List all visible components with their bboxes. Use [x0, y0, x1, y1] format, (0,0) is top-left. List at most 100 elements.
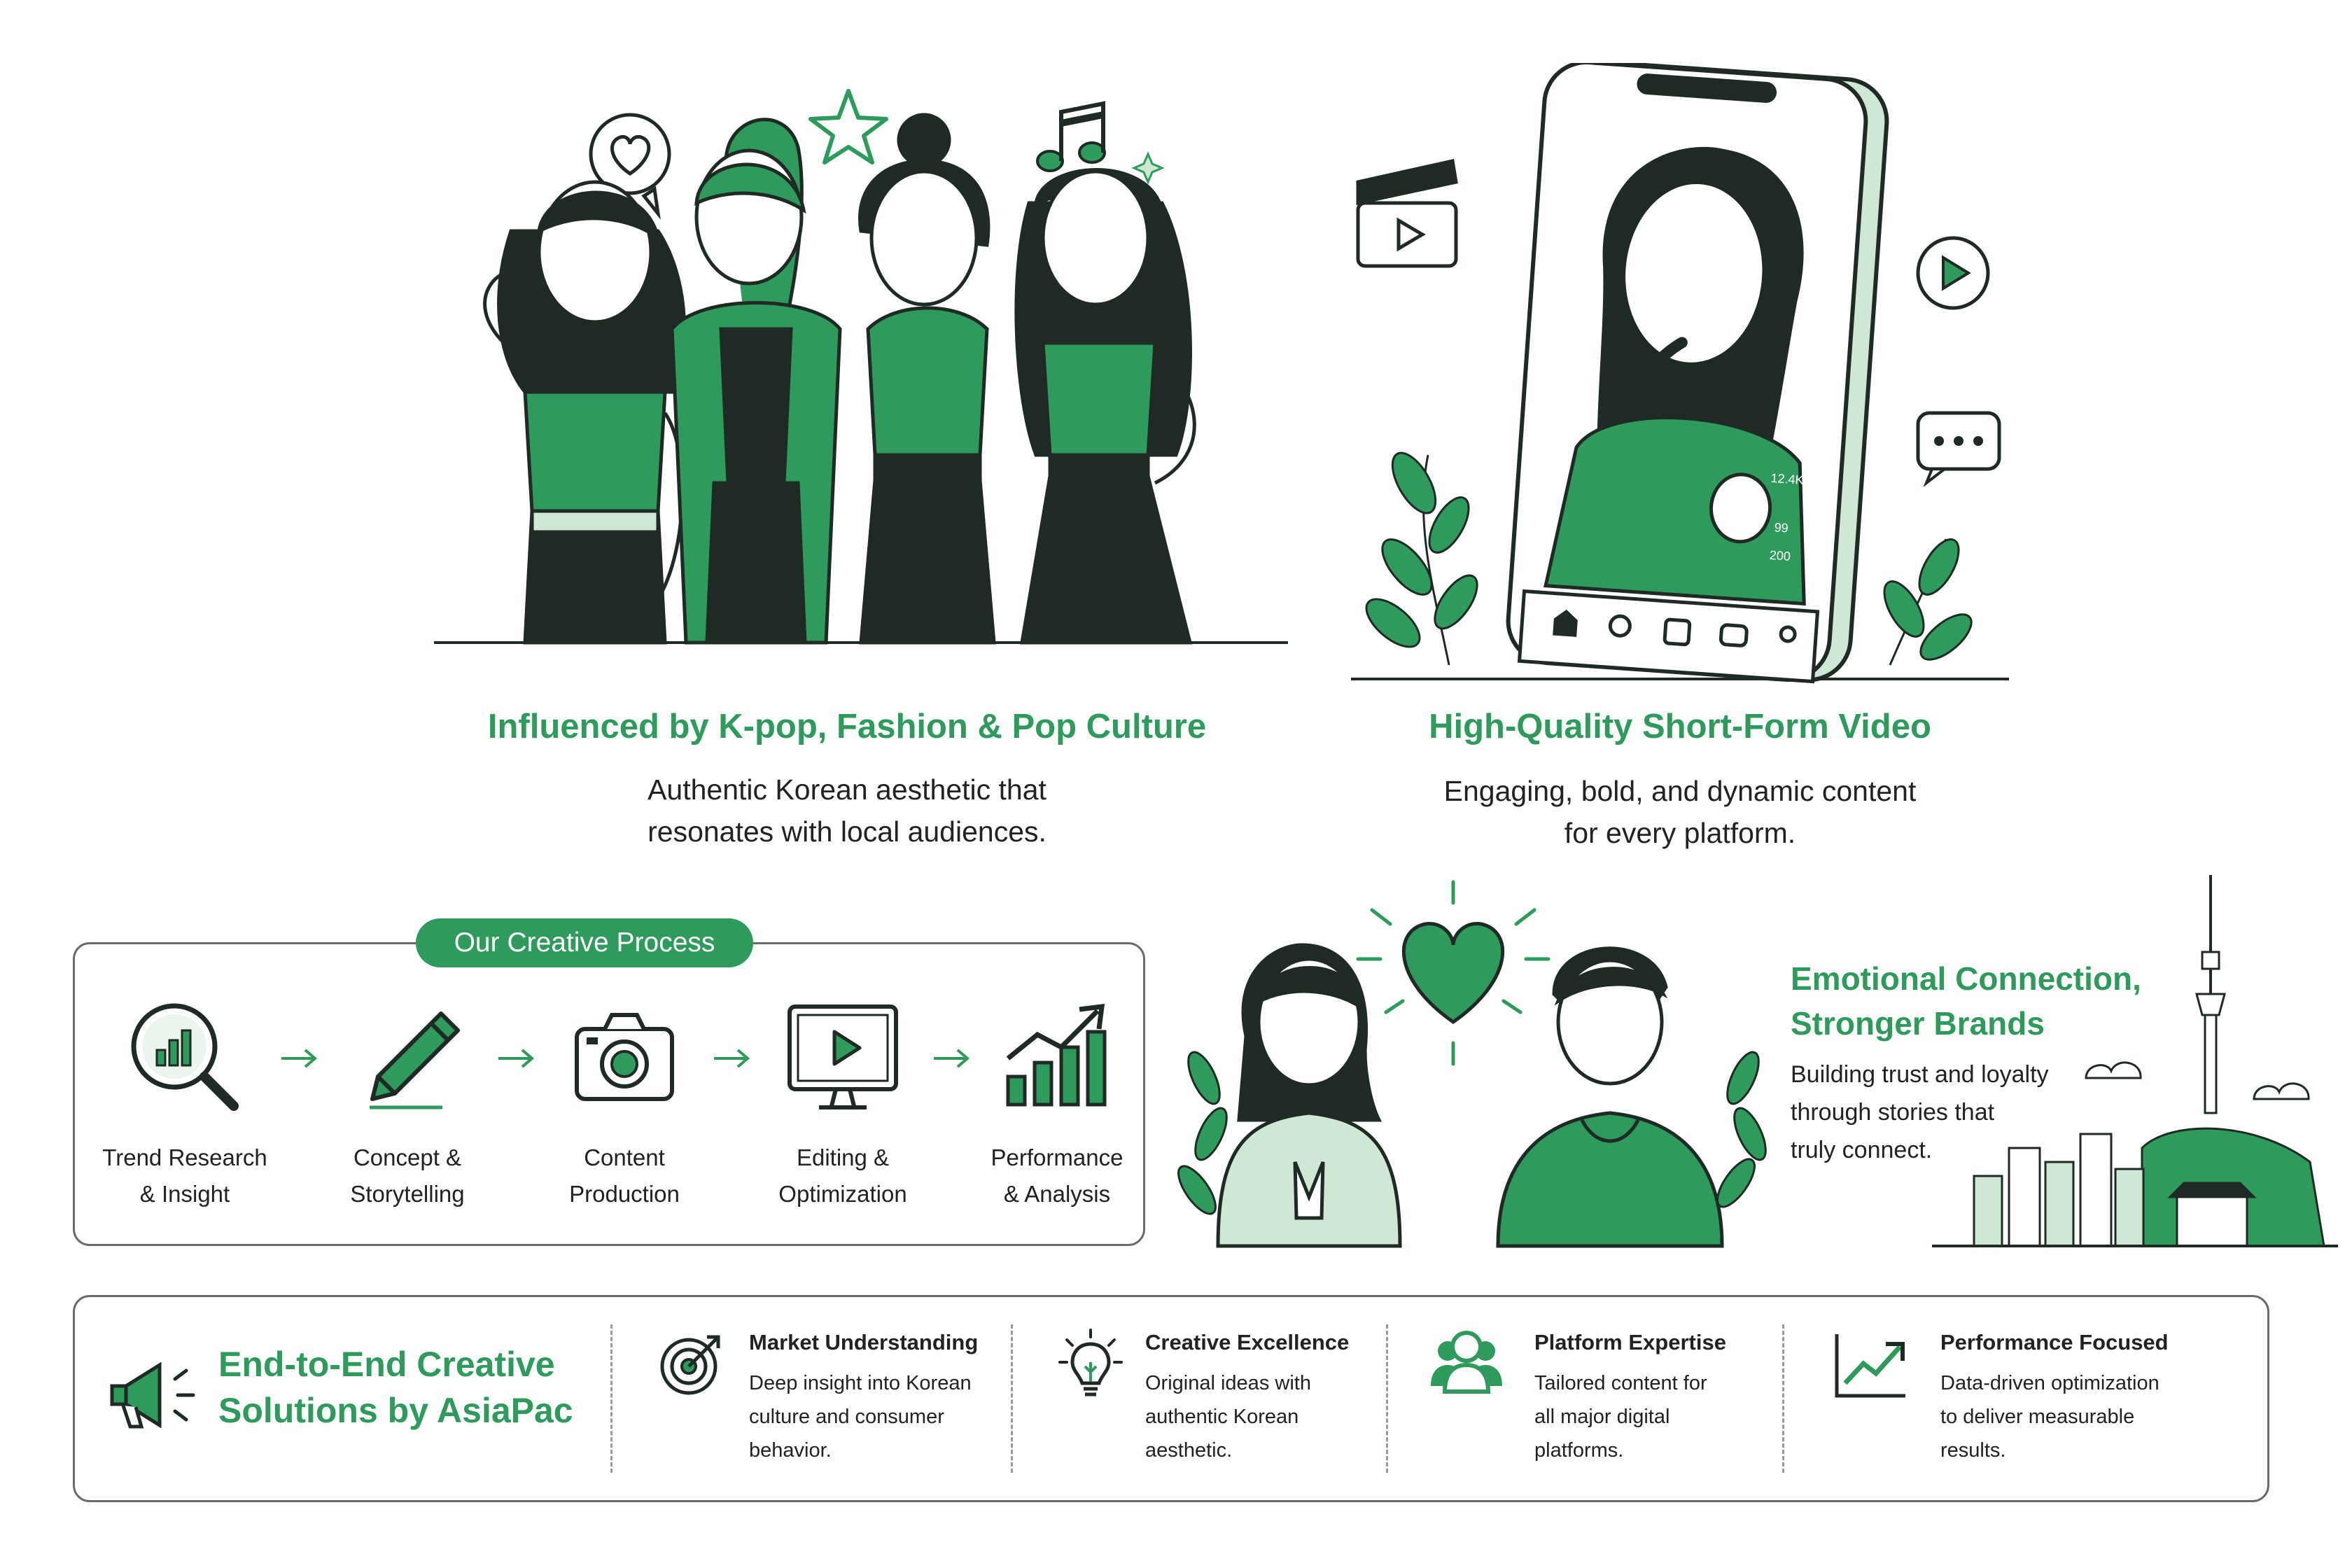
video-desc-line: for every platform.	[1564, 817, 1796, 849]
step-label-line: Concept &	[353, 1144, 462, 1170]
emotional-section-title: Emotional Connection, Stronger Brands	[1791, 956, 2155, 1046]
likes-count: 12.4K	[1770, 471, 1804, 487]
feature-title: Market Understanding	[749, 1330, 979, 1354]
step-label-line: Performance	[990, 1144, 1124, 1170]
divider	[1782, 1324, 1784, 1473]
feature-desc-line: behavior.	[749, 1439, 832, 1462]
feature-desc-line: culture and consumer	[749, 1406, 944, 1428]
lightbulb-icon	[1058, 1329, 1123, 1396]
process-step-concept: Concept & Storytelling	[309, 994, 505, 1212]
process-step-performance: Performance & Analysis	[959, 994, 1155, 1212]
solutions-title: End-to-End Creative Solutions by AsiaPac	[218, 1341, 582, 1434]
feature-desc-line: Data-driven optimization	[1940, 1372, 2160, 1394]
plant-right	[1716, 1051, 1767, 1208]
emotional-desc-line: through stories that	[1791, 1099, 1995, 1126]
kpop-member-1	[483, 180, 686, 645]
emotional-section-description: Building trust and loyalty through stori…	[1791, 1056, 2113, 1169]
kpop-section-description: Authentic Korean aesthetic that resonate…	[392, 769, 1302, 853]
step-label-line: Editing &	[796, 1144, 890, 1170]
feature-title: Performance Focused	[1940, 1330, 2169, 1354]
man-figure	[1496, 946, 1724, 1248]
megaphone-icon	[110, 1362, 195, 1429]
arrow-right-icon	[281, 1049, 318, 1068]
arrow-right-icon	[498, 1049, 535, 1068]
smartphone: 12.4K 99 200	[1506, 63, 1889, 684]
users-icon	[1431, 1331, 1502, 1394]
heart-icon	[1777, 408, 1802, 435]
kpop-desc-line: resonates with local audiences.	[648, 816, 1046, 848]
solutions-title-line: Solutions by AsiaPac	[218, 1391, 573, 1430]
emotional-desc-line: truly connect.	[1791, 1137, 1933, 1163]
step-label-line: & Insight	[139, 1181, 230, 1207]
seoul-skyline-illustration	[1932, 875, 2338, 1247]
cloud-icon	[2253, 1082, 2310, 1100]
feature-title: Platform Expertise	[1534, 1330, 1726, 1354]
search-icon	[1608, 614, 1632, 638]
feature-title: Creative Excellence	[1145, 1330, 1350, 1354]
step-label-line: Optimization	[778, 1181, 907, 1207]
message-icon	[1718, 623, 1749, 648]
growth-chart-icon	[1006, 1003, 1107, 1107]
kpop-member-3	[858, 113, 996, 645]
feature-desc-line: authentic Korean	[1145, 1406, 1299, 1428]
step-label-line: & Analysis	[1003, 1181, 1111, 1207]
feature-creative-excellence: Creative Excellence Original ideas with …	[1145, 1329, 1349, 1467]
plant-right	[1883, 538, 1973, 666]
kpop-desc-line: Authentic Korean aesthetic that	[648, 774, 1046, 806]
step-label-line: Storytelling	[350, 1181, 465, 1207]
star-icon	[808, 89, 888, 164]
target-icon	[660, 1335, 720, 1395]
step-label-line: Trend Research	[102, 1144, 267, 1170]
camera-icon	[575, 1013, 674, 1101]
woman-figure	[1216, 943, 1402, 1248]
feature-desc-line: aesthetic.	[1145, 1439, 1233, 1462]
divider	[1011, 1324, 1013, 1473]
video-desc-line: Engaging, bold, and dynamic content	[1443, 775, 1917, 807]
process-step-production: Content Production	[526, 994, 722, 1212]
feature-performance-focused: Performance Focused Data-driven optimiza…	[1940, 1329, 2169, 1467]
feature-desc-line: Original ideas with	[1145, 1372, 1311, 1394]
cloud-icon	[2085, 1061, 2142, 1079]
process-step-editing: Editing & Optimization	[745, 994, 941, 1212]
sparkle-icon	[1131, 151, 1165, 185]
feature-desc-line: Deep insight into Korean	[749, 1372, 972, 1394]
add-icon	[1662, 617, 1692, 647]
heart-icon	[1356, 880, 1550, 1066]
chat-dots-icon	[1916, 411, 2001, 488]
feature-desc-line: all major digital	[1534, 1406, 1670, 1428]
feature-platform-expertise: Platform Expertise Tailored content for …	[1534, 1329, 1726, 1467]
feature-desc-line: platforms.	[1534, 1439, 1624, 1462]
process-step-trend-research: Trend Research & Insight	[87, 994, 283, 1212]
play-circle-icon	[1916, 236, 1990, 310]
divider	[1386, 1324, 1388, 1473]
creative-process-label: Our Creative Process	[416, 918, 753, 967]
solutions-title-line: End-to-End Creative	[218, 1345, 555, 1384]
step-label-line: Content	[584, 1144, 665, 1170]
solutions-box	[73, 1295, 2269, 1502]
shares-count: 200	[1769, 548, 1791, 564]
music-note-icon	[1036, 101, 1106, 172]
kpop-group-illustration	[434, 89, 1288, 645]
feature-desc-line: Tailored content for	[1534, 1372, 1707, 1394]
arrow-right-icon	[714, 1049, 750, 1068]
comments-count: 99	[1774, 520, 1788, 535]
plant-left	[1365, 451, 1478, 666]
divider	[610, 1324, 612, 1473]
feature-desc-line: to deliver measurable	[1940, 1406, 2135, 1428]
kpop-section-title: Influenced by K-pop, Fashion & Pop Cultu…	[487, 708, 1207, 746]
profile-icon	[1779, 625, 1797, 643]
heart-bubble-icon	[589, 113, 671, 220]
kpop-member-2	[670, 118, 842, 645]
emotional-title-line: Emotional Connection,	[1791, 960, 2141, 997]
feature-desc-line: results.	[1940, 1439, 2006, 1462]
plant-left	[1177, 1051, 1228, 1215]
feature-market-understanding: Market Understanding Deep insight into K…	[749, 1329, 978, 1467]
pencil-icon	[370, 1011, 460, 1110]
kpop-member-4	[1014, 168, 1196, 645]
trend-up-icon	[1835, 1334, 1905, 1398]
emotional-connection-illustration	[1177, 875, 2338, 1248]
monitor-play-icon	[788, 1004, 898, 1110]
step-label-line: Production	[569, 1181, 680, 1207]
emotional-title-line: Stronger Brands	[1791, 1005, 2045, 1042]
magnifier-chart-icon	[131, 1003, 239, 1111]
